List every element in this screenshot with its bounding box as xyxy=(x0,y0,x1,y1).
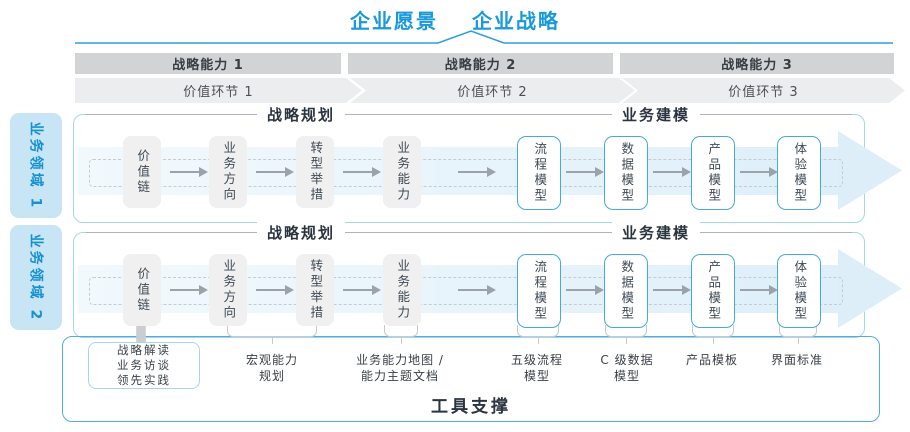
capability-bar-2: 战略能力 2 xyxy=(348,53,613,74)
arrow-right-icon xyxy=(256,285,294,294)
dashed-connector xyxy=(89,277,843,305)
flow-row-domain-2: 战略规划 业务建模 价值链 业务方向 转型举措 业务能力 流程模型 数据模型 产… xyxy=(73,222,902,338)
domain-label-2: 业务领域 2 xyxy=(10,225,62,330)
box-business-capability: 业务能力 xyxy=(383,136,421,208)
tool-support-label: 工具支撑 xyxy=(431,397,511,417)
label-line: 宏观能力 xyxy=(245,353,298,367)
row-top-divider xyxy=(86,114,852,115)
label-macro-capability-planning: 宏观能力 规划 xyxy=(207,352,337,384)
arrow-right-icon xyxy=(458,167,496,176)
flow-band-arrowhead-icon xyxy=(838,131,902,210)
box-process-model: 流程模型 xyxy=(517,254,561,328)
arrow-right-icon xyxy=(653,167,691,176)
capability-bar-2-label: 战略能力 2 xyxy=(444,58,517,73)
arrow-right-icon xyxy=(256,167,294,176)
label-capability-map-docs: 业务能力地图 / 能力主题文档 xyxy=(335,352,465,384)
domain-label-1: 业务领域 1 xyxy=(10,113,62,218)
arrow-right-icon xyxy=(343,167,381,176)
brace-product-template xyxy=(692,325,734,344)
capability-bar-3: 战略能力 3 xyxy=(620,53,894,74)
header-business-modeling: 业务建模 xyxy=(611,222,701,243)
box-transformation-initiatives: 转型举措 xyxy=(296,136,334,208)
capability-bar-1-label: 战略能力 1 xyxy=(172,58,244,73)
value-chevron-3: 价值环节 3 xyxy=(622,78,905,103)
label-ui-standard: 界面标准 xyxy=(732,352,862,368)
label-product-template: 产品模板 xyxy=(647,352,777,368)
brace-macro-capability xyxy=(227,325,317,344)
box-experience-model: 体验模型 xyxy=(777,254,821,328)
label-line: 五级流程 xyxy=(510,353,563,367)
tool-support-container: 工具支撑 xyxy=(62,336,880,422)
box-process-model: 流程模型 xyxy=(517,136,561,210)
box-transformation-initiatives: 转型举措 xyxy=(296,254,334,326)
label-line: 业务能力地图 / xyxy=(356,353,444,367)
header-strategic-planning: 战略规划 xyxy=(256,104,346,125)
label-c-level-data-model: C 级数据 模型 xyxy=(562,352,692,384)
label-line: 界面标准 xyxy=(770,353,823,367)
value-chevron-1: 价值环节 1 xyxy=(75,78,362,103)
arrow-right-icon xyxy=(740,167,778,176)
label-line: 能力主题文档 xyxy=(360,369,439,384)
arrow-right-icon xyxy=(343,285,381,294)
arrow-right-icon xyxy=(566,285,604,294)
box-business-direction: 业务方向 xyxy=(209,254,247,326)
row-top-divider xyxy=(86,232,852,233)
domain-label-1-text: 业务领域 1 xyxy=(27,121,43,210)
box-value-chain: 价值链 xyxy=(123,136,161,208)
capability-bar-1: 战略能力 1 xyxy=(75,53,341,74)
box-data-model: 数据模型 xyxy=(604,254,648,328)
practice-line-2: 业务访谈 xyxy=(117,358,171,373)
capability-bar-3-label: 战略能力 3 xyxy=(721,58,793,73)
box-product-model: 产品模型 xyxy=(691,254,735,328)
value-chevron-2: 价值环节 2 xyxy=(350,78,635,103)
arrow-right-icon xyxy=(740,285,778,294)
title-underline-caret-icon xyxy=(75,30,893,44)
box-experience-model: 体验模型 xyxy=(777,136,821,210)
enterprise-strategy-title: 企业战略 xyxy=(472,9,560,33)
domain-label-2-text: 业务领域 2 xyxy=(27,233,43,322)
arrow-right-icon xyxy=(458,285,496,294)
box-business-capability: 业务能力 xyxy=(383,254,421,326)
brace-capability-map xyxy=(384,325,418,344)
enterprise-vision-title: 企业愿景 xyxy=(350,9,438,33)
box-product-model: 产品模型 xyxy=(691,136,735,210)
value-chevron-1-label: 价值环节 1 xyxy=(183,85,254,100)
arrow-right-icon xyxy=(566,167,604,176)
label-line: C 级数据 xyxy=(600,353,654,367)
strategy-practice-box: 战略解读 业务访谈 领先实践 xyxy=(88,342,200,389)
dashed-connector xyxy=(89,159,843,187)
arrow-right-icon xyxy=(653,285,691,294)
label-line: 规划 xyxy=(258,369,285,384)
label-five-level-process-model: 五级流程 模型 xyxy=(472,352,602,384)
brace-ui-standard xyxy=(779,325,817,344)
label-line: 模型 xyxy=(613,369,640,384)
practice-line-3: 领先实践 xyxy=(117,372,171,387)
value-chevron-3-label: 价值环节 3 xyxy=(728,85,799,100)
box-value-chain: 价值链 xyxy=(123,254,161,326)
brace-data-model xyxy=(605,325,647,344)
flow-band-arrowhead-icon xyxy=(838,249,902,328)
box-data-model: 数据模型 xyxy=(604,136,648,210)
brace-process-model xyxy=(517,325,559,344)
flow-row-domain-1: 战略规划 业务建模 价值链 业务方向 转型举措 业务能力 流程模型 数据模型 产… xyxy=(73,104,902,223)
arrow-right-icon xyxy=(170,167,208,176)
header-strategic-planning: 战略规划 xyxy=(256,222,346,243)
box-business-direction: 业务方向 xyxy=(209,136,247,208)
value-chevron-2-label: 价值环节 2 xyxy=(457,85,528,100)
practice-line-1: 战略解读 xyxy=(117,343,171,358)
header-business-modeling: 业务建模 xyxy=(611,104,701,125)
label-line: 产品模板 xyxy=(685,353,738,367)
diagram-title: 企业愿景 企业战略 xyxy=(0,5,910,34)
arrow-right-icon xyxy=(170,285,208,294)
label-line: 模型 xyxy=(523,369,550,384)
